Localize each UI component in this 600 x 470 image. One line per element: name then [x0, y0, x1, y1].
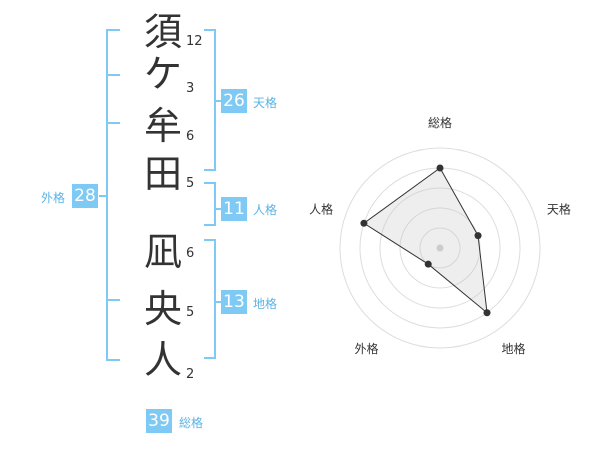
radar-center-dot [436, 244, 444, 252]
soukaku-value: 39 [146, 409, 172, 433]
soukaku-label: 総格 [179, 416, 204, 430]
name-char-6: 央 [143, 287, 182, 331]
radar-point-4 [424, 260, 432, 268]
radar-point-3 [483, 309, 491, 317]
name-char-7: 人 [143, 338, 182, 382]
radar-axis-label-2: 天格 [547, 201, 571, 216]
radar-grid-ring [379, 187, 501, 309]
gaikaku-value: 28 [72, 184, 98, 208]
tenkaku-label: 天格 [253, 96, 278, 110]
radar-axis-label-4: 外格 [355, 341, 379, 356]
stroke-count-6: 5 [186, 305, 195, 320]
jinkaku-label: 人格 [253, 203, 278, 217]
name-char-2: ケ [143, 52, 182, 96]
name-char-4: 田 [143, 152, 182, 196]
radar-grid-ring [339, 147, 541, 349]
radar-axis-label-3: 地格 [501, 341, 525, 356]
gaikaku-label: 外格 [41, 191, 66, 205]
stroke-count-3: 6 [186, 129, 195, 144]
radar-point-2 [474, 232, 482, 240]
radar-grid-ring [419, 227, 461, 269]
jinkaku-value: 11 [221, 197, 247, 221]
name-char-1: 須 [143, 10, 182, 54]
tenkaku-value: 26 [221, 89, 247, 113]
radar-series-polygon [363, 167, 488, 314]
radar-grid-ring [399, 207, 481, 289]
stroke-count-2: 3 [186, 81, 195, 96]
name-char-5: 凪 [143, 230, 182, 274]
radar-point-5 [360, 219, 368, 227]
name-char-3: 牟 [143, 104, 182, 148]
chikaku-label: 地格 [253, 297, 278, 311]
stroke-count-7: 2 [186, 367, 195, 382]
radar-axis-label-1: 総格 [428, 115, 452, 130]
stroke-count-5: 6 [186, 246, 195, 261]
chikaku-value: 13 [221, 290, 247, 314]
stroke-count-1: 12 [186, 34, 203, 49]
stroke-count-4: 5 [186, 176, 195, 191]
radar-axis-label-5: 人格 [309, 201, 333, 216]
radar-point-1 [436, 164, 444, 172]
